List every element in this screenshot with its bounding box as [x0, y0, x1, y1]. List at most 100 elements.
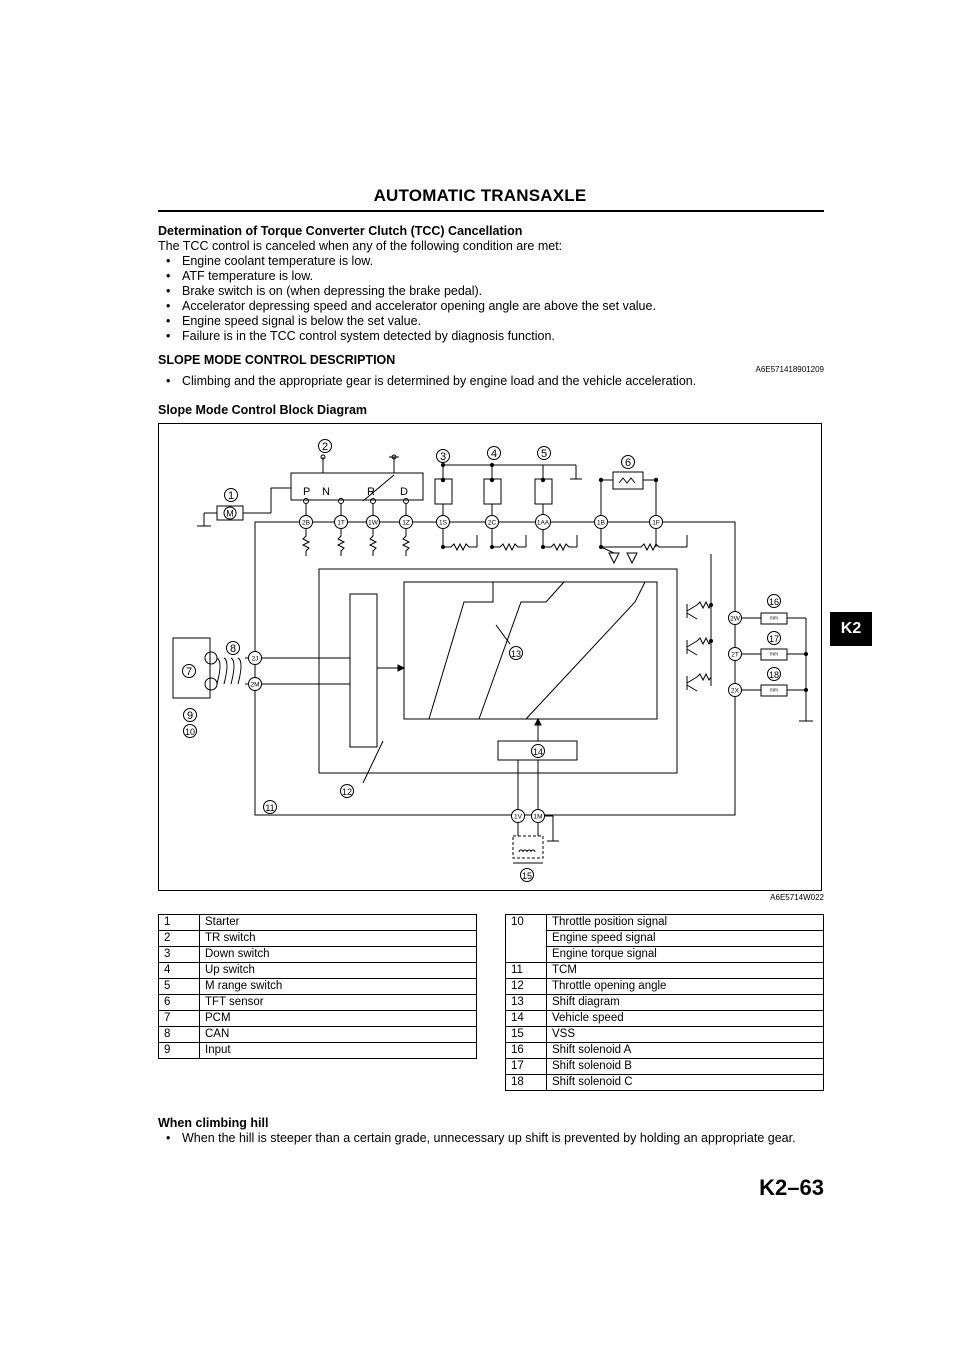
svg-text:2X: 2X: [731, 688, 740, 695]
callout-7: 7: [182, 664, 196, 678]
pin-2w: 2W: [728, 611, 742, 625]
callout-12: 12: [340, 784, 354, 798]
pin-2c: 2C: [485, 515, 499, 529]
svg-text:8: 8: [230, 643, 236, 655]
pin-1s: 1S: [436, 515, 450, 529]
pin-1m: 1M: [531, 809, 545, 823]
svg-text:17: 17: [769, 634, 779, 644]
tcm-box: [254, 521, 736, 816]
callout-9: 9: [183, 708, 197, 722]
tr-switch-box: [290, 472, 424, 501]
tr-label-n: N: [322, 486, 330, 498]
inner-control-box: [318, 568, 678, 774]
solenoid-a-symbol: ᵐᵐ: [770, 616, 778, 623]
callout-17: 17: [767, 631, 781, 645]
svg-text:1: 1: [228, 490, 234, 502]
callout-13: 13: [509, 646, 523, 660]
tcc-intro: The TCC control is canceled when any of …: [158, 239, 563, 253]
pin-1b: 1B: [594, 515, 608, 529]
block-diagram: P N R D 2B 1T 1W 1Z 1S 2C 1AA 1B 1F 2J 2…: [158, 423, 822, 891]
pin-2x: 2X: [728, 683, 742, 697]
solenoid-c-symbol: ᵐᵐ: [770, 688, 778, 695]
block-diagram-svg: P N R D 2B 1T 1W 1Z 1S 2C 1AA 1B 1F 2J 2…: [172, 439, 813, 882]
callout-11: 11: [263, 800, 277, 814]
svg-text:1M: 1M: [533, 814, 542, 821]
tr-label-d: D: [400, 486, 408, 498]
callout-14: 14: [531, 744, 545, 758]
svg-text:1AA: 1AA: [537, 520, 550, 527]
pin-1aa: 1AA: [535, 514, 551, 530]
slope-section-code: A6E571418901209: [755, 365, 824, 374]
tr-label-p: P: [303, 486, 310, 498]
callout-5: 5: [537, 446, 551, 460]
table-row: Engine torque signal: [506, 946, 824, 963]
svg-text:3: 3: [440, 451, 446, 463]
svg-text:1T: 1T: [337, 520, 345, 527]
pin-1z: 1Z: [399, 515, 413, 529]
callout-3: 3: [436, 449, 450, 463]
callout-10: 10: [183, 724, 197, 738]
list-item: Accelerator depressing speed and acceler…: [166, 299, 656, 314]
callout-1: 1: [224, 488, 238, 502]
list-item: Brake switch is on (when depressing the …: [166, 284, 656, 299]
tcc-section-title: Determination of Torque Converter Clutch…: [158, 224, 523, 238]
page-number: K2–63: [759, 1175, 824, 1200]
pin-1v: 1V: [511, 809, 525, 823]
starter-motor-icon: M: [223, 506, 237, 520]
header-rule: [158, 210, 824, 212]
svg-text:4: 4: [491, 448, 497, 460]
pin-1t: 1T: [334, 515, 348, 529]
pin-2m: 2M: [248, 677, 262, 691]
svg-text:M: M: [226, 509, 234, 519]
table-row: Engine speed signal: [506, 930, 824, 947]
svg-text:1S: 1S: [439, 520, 448, 527]
list-item: Engine speed signal is below the set val…: [166, 314, 656, 329]
callout-15: 15: [520, 868, 534, 882]
slope-section-title: SLOPE MODE CONTROL DESCRIPTION: [158, 353, 396, 367]
page-header-title: AUTOMATIC TRANSAXLE: [373, 186, 587, 205]
svg-text:2W: 2W: [730, 616, 741, 623]
pin-2t: 2T: [728, 647, 742, 661]
shift-diagram-box: [403, 581, 658, 720]
svg-text:9: 9: [187, 710, 193, 722]
pin-2j: 2J: [248, 651, 262, 665]
svg-text:12: 12: [342, 787, 352, 797]
slope-bullet-list: Climbing and the appropriate gear is det…: [166, 374, 696, 389]
figure-code: A6E5714W022: [770, 893, 824, 902]
svg-text:1F: 1F: [652, 520, 660, 527]
climbing-section-title: When climbing hill: [158, 1116, 269, 1130]
callout-18: 18: [767, 667, 781, 681]
solenoid-drivers: [686, 600, 813, 722]
svg-text:2C: 2C: [488, 520, 497, 527]
svg-text:6: 6: [625, 457, 631, 469]
svg-text:14: 14: [533, 747, 543, 757]
section-tab: K2: [830, 612, 872, 646]
svg-text:2B: 2B: [302, 520, 310, 527]
svg-text:15: 15: [522, 871, 532, 881]
solenoid-b-symbol: ᵐᵐ: [770, 652, 778, 659]
svg-text:1W: 1W: [368, 520, 379, 527]
svg-text:5: 5: [541, 448, 547, 460]
callout-2: 2: [318, 439, 332, 453]
svg-text:10: 10: [185, 727, 195, 737]
pcm-box: [172, 637, 211, 699]
svg-text:11: 11: [265, 803, 274, 813]
svg-text:2J: 2J: [252, 656, 259, 663]
